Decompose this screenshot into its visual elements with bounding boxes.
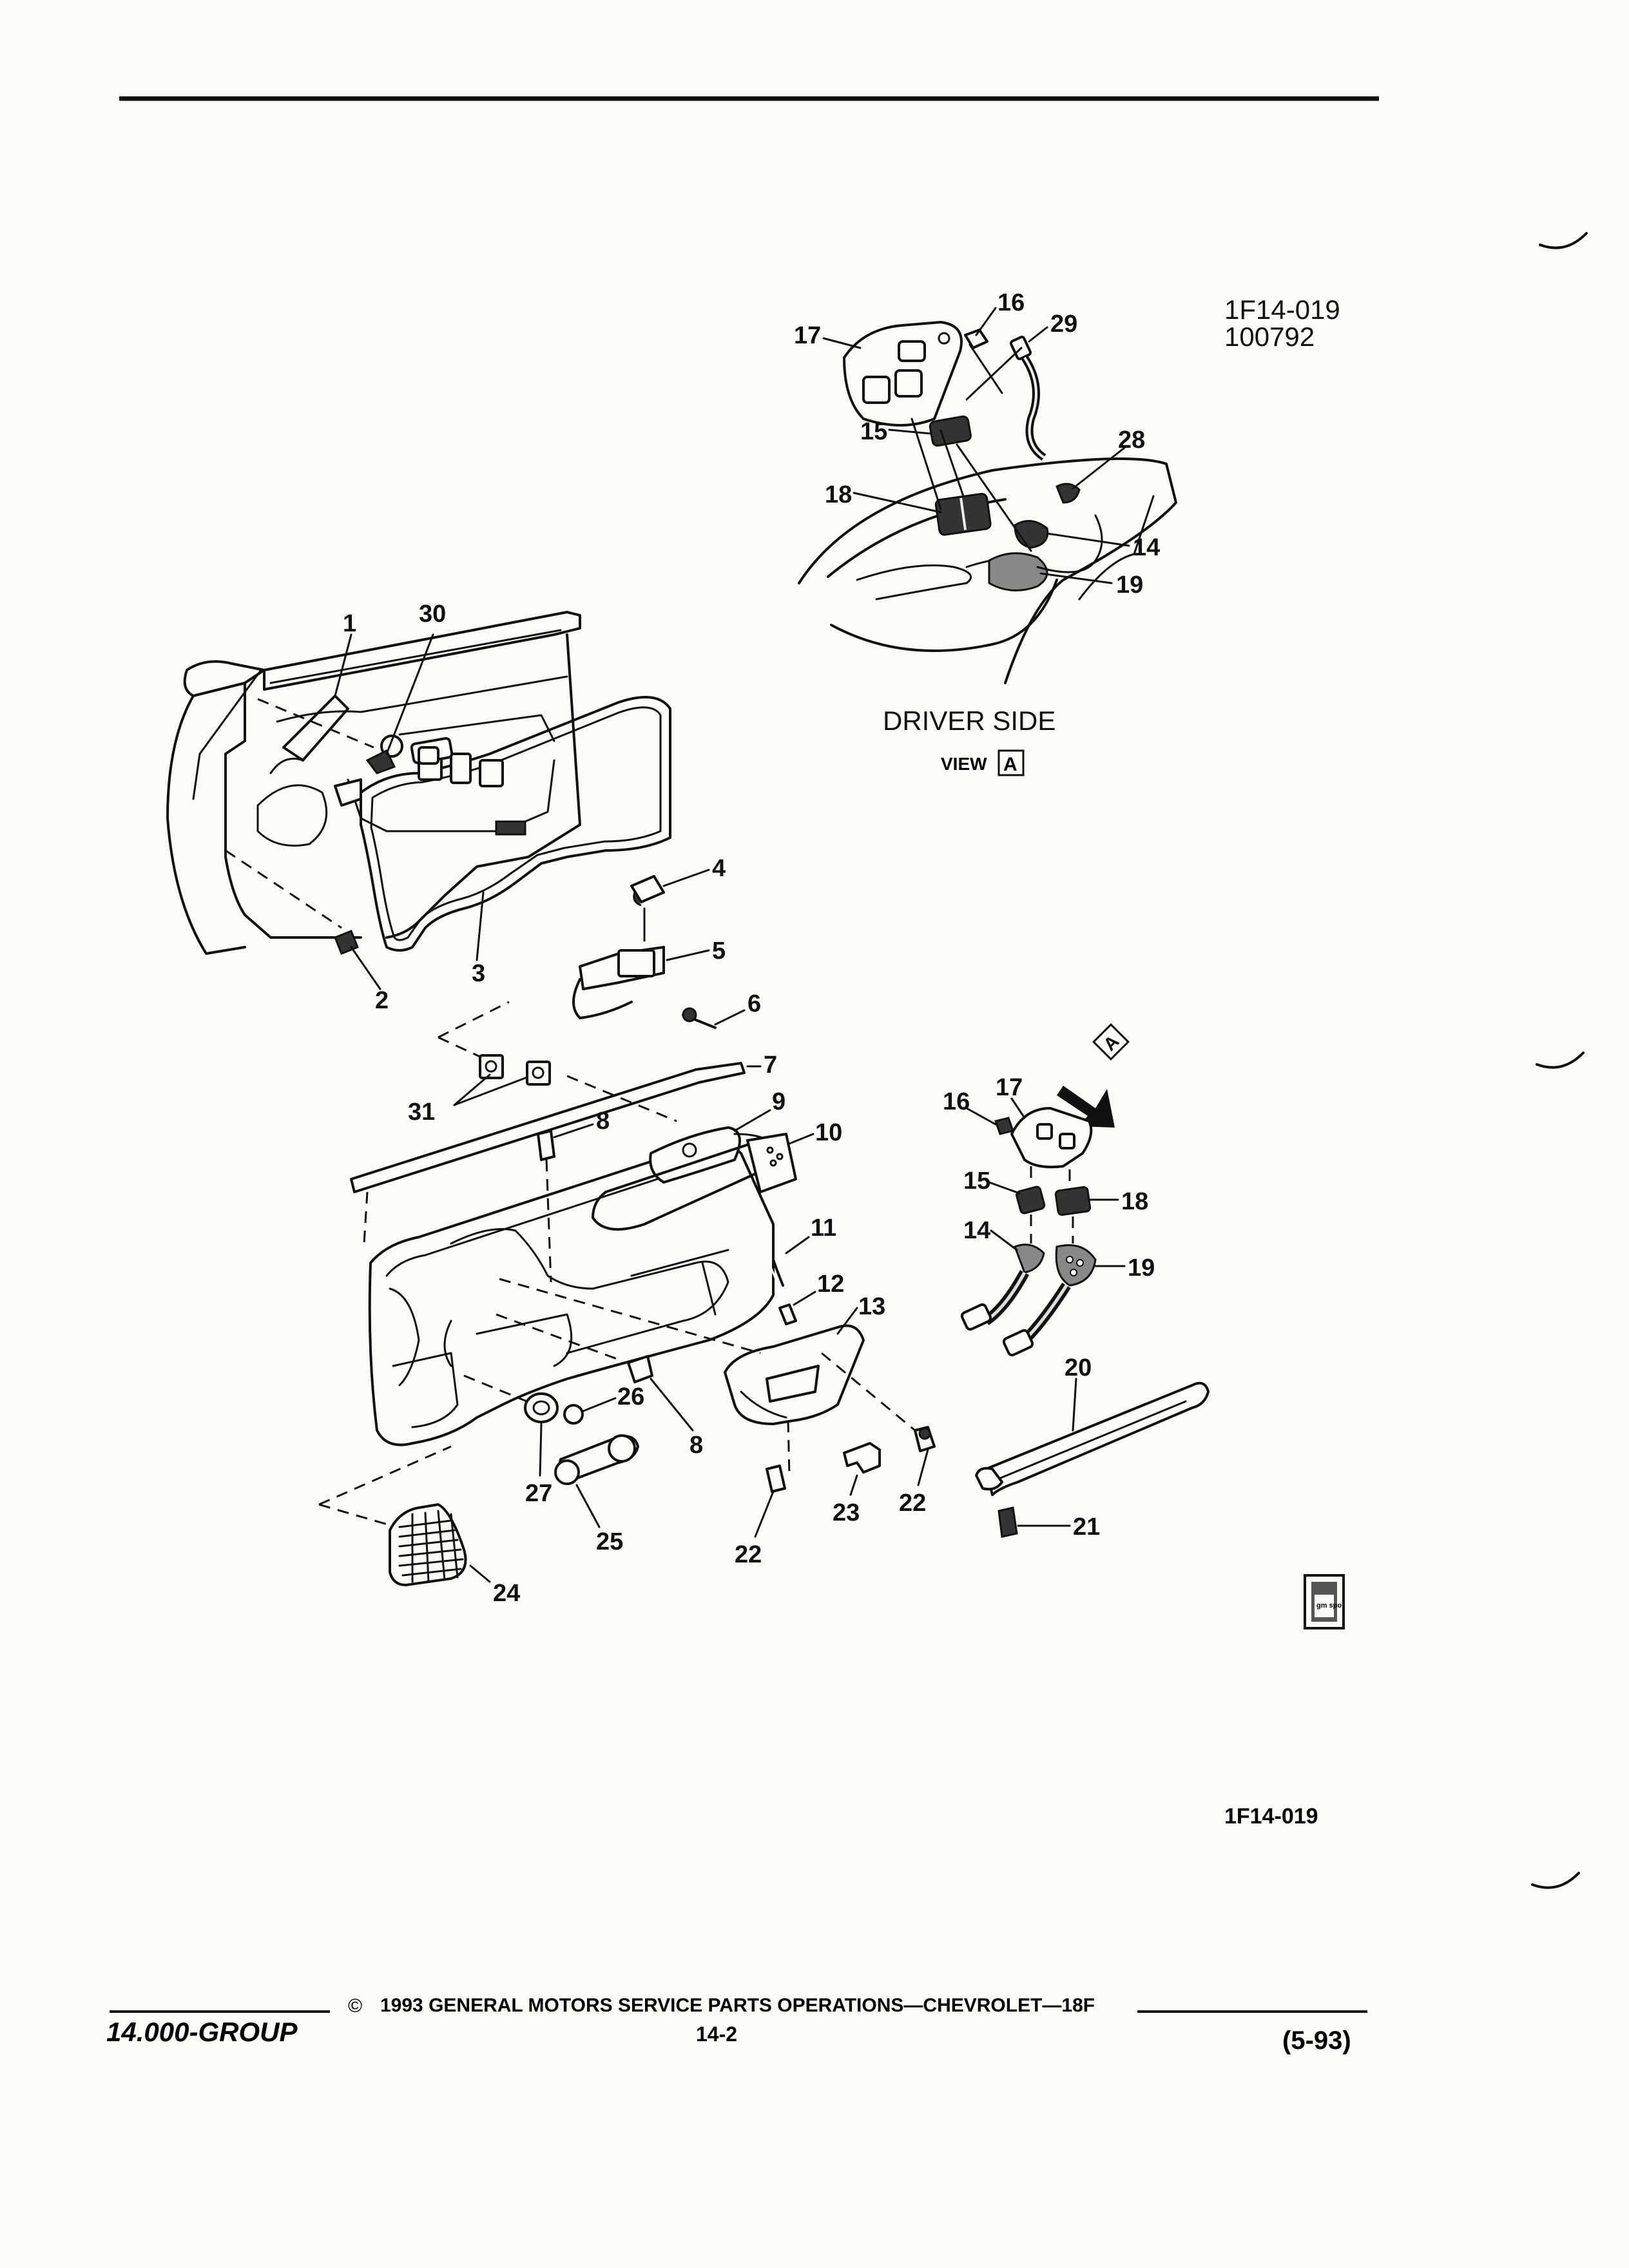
inset-caption: DRIVER SIDE — [883, 706, 1055, 736]
callout-8-lower: 8 — [689, 1432, 703, 1459]
callout-13: 13 — [858, 1293, 885, 1320]
callout-20: 20 — [1065, 1354, 1092, 1381]
callout-15-stack: 15 — [963, 1168, 990, 1195]
switch-stack — [960, 1097, 1126, 1357]
callout-1: 1 — [343, 610, 356, 637]
guide-line — [969, 343, 1003, 394]
guide-line — [965, 347, 1023, 401]
door-inner-panel — [166, 611, 671, 990]
callout-23: 23 — [833, 1499, 860, 1526]
guide-line — [940, 429, 965, 497]
diagram-date: 100792 — [1224, 322, 1315, 352]
callout-27: 27 — [525, 1480, 552, 1507]
guide-line — [911, 418, 942, 510]
callout-11: 11 — [811, 1215, 836, 1242]
callout-17: 17 — [794, 322, 821, 349]
callout-16-stack: 16 — [943, 1088, 970, 1115]
binder-mark — [1539, 232, 1588, 249]
binder-mark — [1536, 1052, 1585, 1069]
callout-15: 15 — [860, 418, 887, 445]
inset-switch-double — [934, 492, 992, 536]
callout-6: 6 — [747, 990, 761, 1017]
driver-side-inset: 17 16 29 15 18 28 14 19 DRIVER SIDE VIEW… — [794, 289, 1177, 776]
inset-view-box — [998, 749, 1025, 776]
inset-switch-bezel — [843, 321, 963, 427]
gm-spo-badge: gm spo — [1304, 1574, 1345, 1629]
armrest-molding — [975, 1378, 1210, 1538]
callout-2: 2 — [375, 987, 389, 1014]
copyright-symbol: © — [348, 1995, 362, 2017]
callout-28: 28 — [1118, 427, 1145, 454]
revision: (5-93) — [1282, 2026, 1351, 2055]
group-label: 14.000-GROUP — [106, 2017, 298, 2047]
bottom-reference: 1F14-019 — [1224, 1804, 1318, 1829]
callout-5: 5 — [712, 937, 726, 965]
door-trim-panel — [318, 1001, 936, 1586]
callout-16: 16 — [998, 289, 1025, 316]
callout-22-left: 22 — [735, 1541, 762, 1568]
callout-30: 30 — [419, 601, 446, 628]
view-a-arrow: A — [1057, 1023, 1130, 1128]
callout-24: 24 — [493, 1580, 520, 1607]
callout-14: 14 — [1133, 534, 1160, 561]
callout-12: 12 — [817, 1271, 844, 1298]
callout-29: 29 — [1050, 311, 1077, 338]
badge-text: gm spo — [1316, 1602, 1342, 1610]
callout-19-stack: 19 — [1128, 1254, 1155, 1282]
inset-view-letter: A — [1003, 754, 1017, 775]
footer: © 1993 GENERAL MOTORS SERVICE PARTS OPER… — [106, 1995, 1367, 2055]
inset-armrest-outline — [1078, 495, 1155, 601]
inset-screw — [964, 329, 988, 349]
callout-18-stack: 18 — [1121, 1188, 1148, 1215]
callout-3: 3 — [472, 960, 485, 987]
callout-7: 7 — [764, 1052, 777, 1079]
inset-armrest-outline — [830, 579, 1058, 652]
guide-line — [956, 443, 1032, 552]
inset-armrest-outline — [856, 564, 972, 601]
inset-switch-single — [929, 415, 972, 447]
callout-19: 19 — [1116, 572, 1143, 599]
callout-17-stack: 17 — [996, 1074, 1023, 1101]
page-number: 14-2 — [696, 2023, 737, 2046]
speaker-grille-mesh — [398, 1510, 464, 1583]
callout-4: 4 — [712, 855, 726, 882]
callout-21: 21 — [1073, 1514, 1100, 1541]
diagram-id: 1F14-019 — [1224, 294, 1340, 325]
callout-18: 18 — [825, 481, 852, 508]
callout-14-stack: 14 — [963, 1217, 990, 1244]
callout-8: 8 — [596, 1108, 610, 1135]
inset-view-prefix: VIEW — [941, 754, 987, 774]
binder-mark — [1531, 1872, 1580, 1889]
inside-handle-mechanism — [572, 869, 746, 1029]
callout-26: 26 — [617, 1383, 644, 1410]
callout-25: 25 — [596, 1528, 623, 1555]
callout-9: 9 — [772, 1088, 786, 1115]
callout-10: 10 — [815, 1119, 842, 1146]
copyright-text: 1993 GENERAL MOTORS SERVICE PARTS OPERAT… — [380, 1995, 1095, 2016]
callout-22-right: 22 — [899, 1490, 926, 1517]
callout-31: 31 — [408, 1099, 435, 1126]
